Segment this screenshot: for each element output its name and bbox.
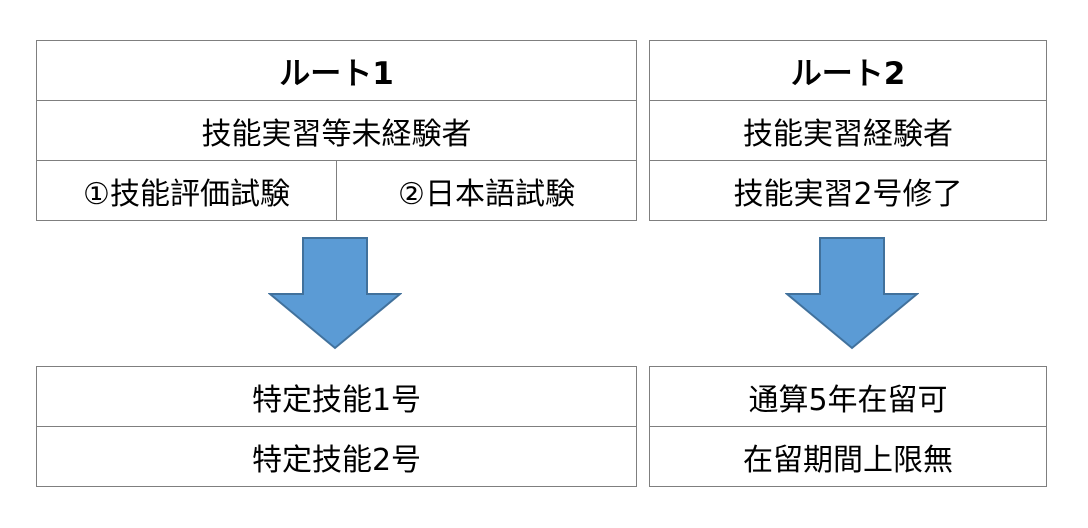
route2-table: ルート2 技能実習経験者 技能実習2号修了: [649, 40, 1047, 221]
route2-title: ルート2: [649, 40, 1047, 101]
route2-condition: 技能実習経験者: [649, 100, 1047, 161]
outcome2-table: 通算5年在留可 在留期間上限無: [649, 366, 1047, 487]
route1-title: ルート1: [36, 40, 637, 101]
down-arrow-icon: [785, 237, 919, 350]
route1-table: ルート1 技能実習等未経験者 ①技能評価試験 ②日本語試験: [36, 40, 637, 221]
route1-condition: 技能実習等未経験者: [36, 100, 637, 161]
route1-exam-japanese: ②日本語試験: [336, 160, 637, 221]
outcome1-item-2: 特定技能2号: [36, 426, 637, 487]
route1-exam-skill: ①技能評価試験: [36, 160, 337, 221]
outcome2-item-2: 在留期間上限無: [649, 426, 1047, 487]
outcome1-item-1: 特定技能1号: [36, 366, 637, 427]
down-arrow-icon: [268, 237, 402, 350]
route2-requirement: 技能実習2号修了: [649, 160, 1047, 221]
outcome2-item-1: 通算5年在留可: [649, 366, 1047, 427]
outcome1-table: 特定技能1号 特定技能2号: [36, 366, 637, 487]
